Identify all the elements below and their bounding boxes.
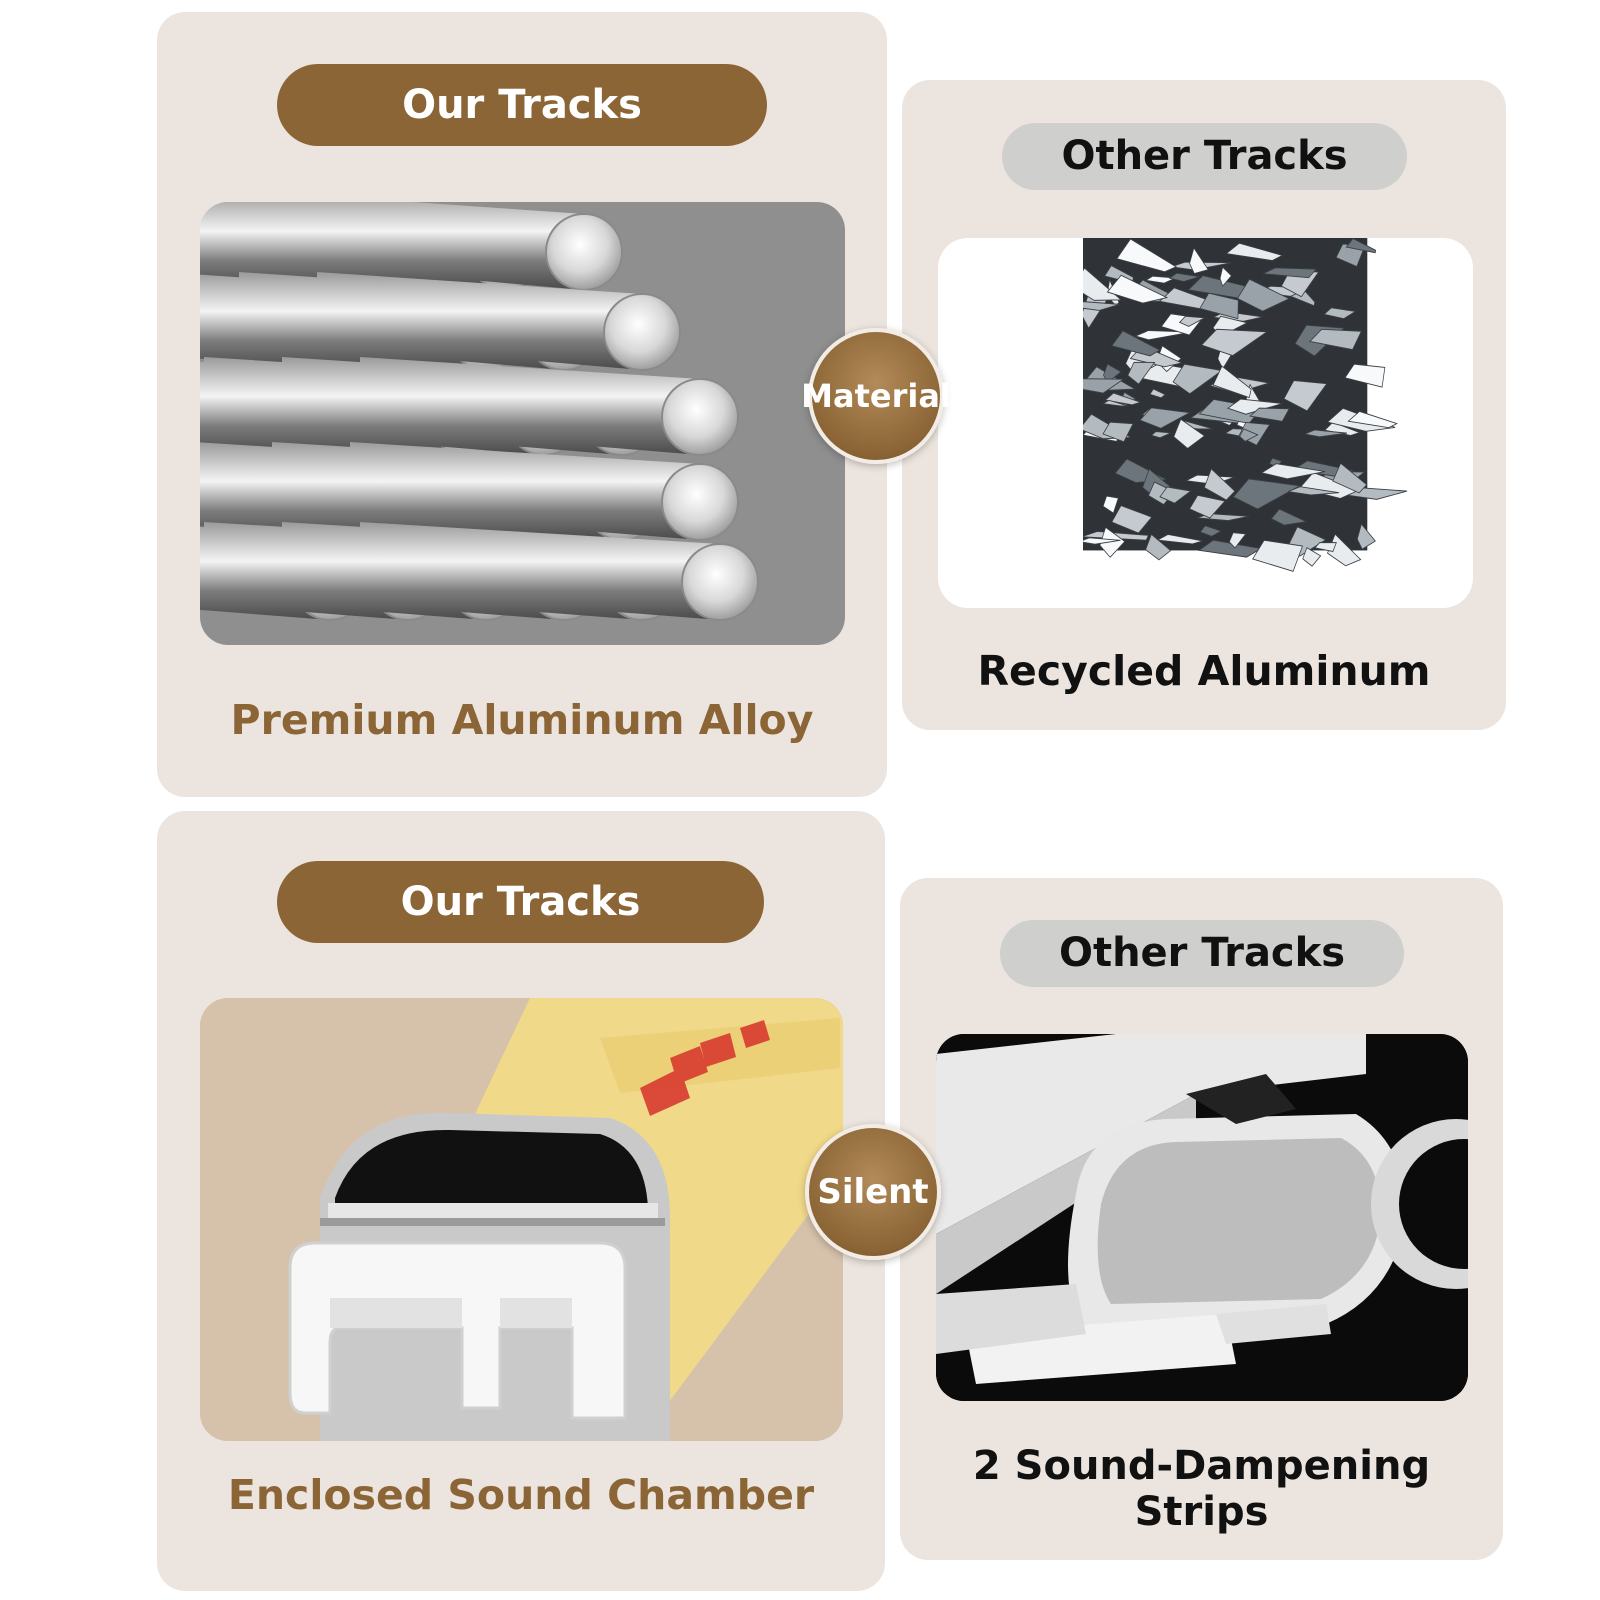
other-tracks-label: Other Tracks xyxy=(1002,123,1407,190)
other-tracks-silent-card: Other Tracks 2 Sound-Dampening Strips xyxy=(900,878,1503,1560)
other-tracks-material-card: Other Tracks Recycled Aluminum xyxy=(902,80,1506,730)
enclosed-sound-chamber-caption: Enclosed Sound Chamber xyxy=(227,1471,815,1519)
open-track-profile-image xyxy=(936,1034,1468,1401)
our-tracks-silent-card: Our Tracks E xyxy=(157,811,885,1591)
recycled-aluminum-image-frame xyxy=(938,238,1473,608)
other-tracks-label: Other Tracks xyxy=(1000,920,1404,987)
our-tracks-label: Our Tracks xyxy=(277,64,767,146)
material-badge: Material xyxy=(801,328,951,464)
enclosed-track-cross-section-image xyxy=(200,998,843,1441)
recycled-aluminum-caption: Recycled Aluminum xyxy=(977,647,1431,695)
stacked-aluminum-rods-image xyxy=(200,202,845,645)
our-tracks-label: Our Tracks xyxy=(277,861,764,943)
premium-aluminum-alloy-caption: Premium Aluminum Alloy xyxy=(230,696,814,744)
silent-badge: Silent xyxy=(805,1124,941,1260)
our-tracks-material-card: Our Tracks Premium Aluminum Alloy xyxy=(157,12,887,797)
scrap-aluminum-pile-image xyxy=(1083,238,1408,572)
sound-dampening-strips-caption: 2 Sound-Dampening Strips xyxy=(972,1443,1431,1535)
